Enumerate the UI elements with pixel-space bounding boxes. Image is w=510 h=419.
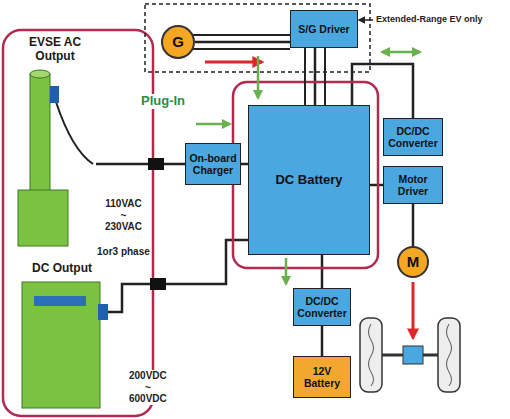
evse-post — [30, 74, 50, 192]
flow-arrow — [412, 282, 415, 338]
flow-arrow — [196, 123, 230, 126]
tire-tread — [369, 324, 374, 386]
node-text: DC/DC Converter — [296, 295, 348, 319]
battery-box: 12V Battery — [293, 356, 351, 398]
power-wire — [324, 48, 326, 105]
charge-plug — [150, 278, 166, 290]
flow-arrow — [205, 61, 262, 64]
power-line — [314, 48, 317, 105]
dc-charger: DC Output — [16, 260, 108, 410]
charge-cable — [56, 102, 93, 164]
node-text: Motor Driver — [386, 173, 440, 197]
power-line — [412, 204, 415, 246]
voltage-label: 200VDC ~ 600VDC — [128, 370, 168, 405]
driver-box: Motor Driver — [383, 166, 443, 204]
generator-circle: G — [161, 25, 195, 59]
node-text: S/G Driver — [298, 23, 349, 35]
callout-arrow — [359, 19, 373, 21]
node-text: DC Battery — [275, 173, 342, 188]
node-text: DC Output — [32, 262, 92, 276]
node-text: M — [407, 253, 420, 270]
motor-circle: M — [397, 246, 429, 278]
evse-base — [18, 190, 68, 246]
battery-box: DC Battery — [248, 105, 370, 255]
power-line — [321, 255, 324, 288]
differential — [403, 346, 423, 364]
flow-arrow — [257, 56, 260, 98]
charger-box: On-board Charger — [185, 143, 241, 185]
power-line — [321, 326, 324, 356]
converter-box: DC/DC Converter — [383, 118, 443, 156]
node-text: EVSE AC Output — [16, 36, 94, 64]
power-wire — [193, 48, 290, 50]
power-line — [370, 184, 383, 187]
charger-station: EVSE AC Output — [14, 34, 96, 250]
node-text: G — [172, 33, 184, 50]
power-line — [96, 163, 185, 166]
flow-label: Plug-In — [140, 94, 186, 109]
wheel — [438, 318, 460, 392]
node-text: DC/DC Converter — [386, 125, 440, 149]
phase-label: 1or3 phase — [96, 246, 151, 258]
evse-post-top — [30, 70, 50, 78]
power-line — [241, 163, 248, 166]
power-wire — [193, 34, 290, 36]
power-line — [195, 41, 290, 44]
wheel — [360, 318, 382, 392]
tire-tread — [447, 324, 452, 386]
node-text: On-board Charger — [188, 152, 238, 176]
dc-charger-body — [22, 282, 100, 408]
charger-display — [34, 296, 86, 306]
charger-region — [3, 30, 153, 416]
flow-arrow — [382, 51, 420, 54]
battery-region — [233, 82, 378, 268]
converter-box: DC/DC Converter — [293, 288, 351, 326]
driver-box: S/G Driver — [290, 10, 358, 48]
charge-nozzle — [50, 86, 59, 103]
charge-plug — [148, 158, 164, 170]
voltage-label: 110VAC ~ 230VAC — [104, 198, 143, 233]
note-label: Extended-Range EV only — [375, 14, 484, 24]
power-wire — [304, 48, 306, 105]
node-text: 12V Battery — [296, 365, 348, 389]
flow-arrow — [285, 258, 288, 284]
charge-nozzle — [98, 304, 108, 320]
